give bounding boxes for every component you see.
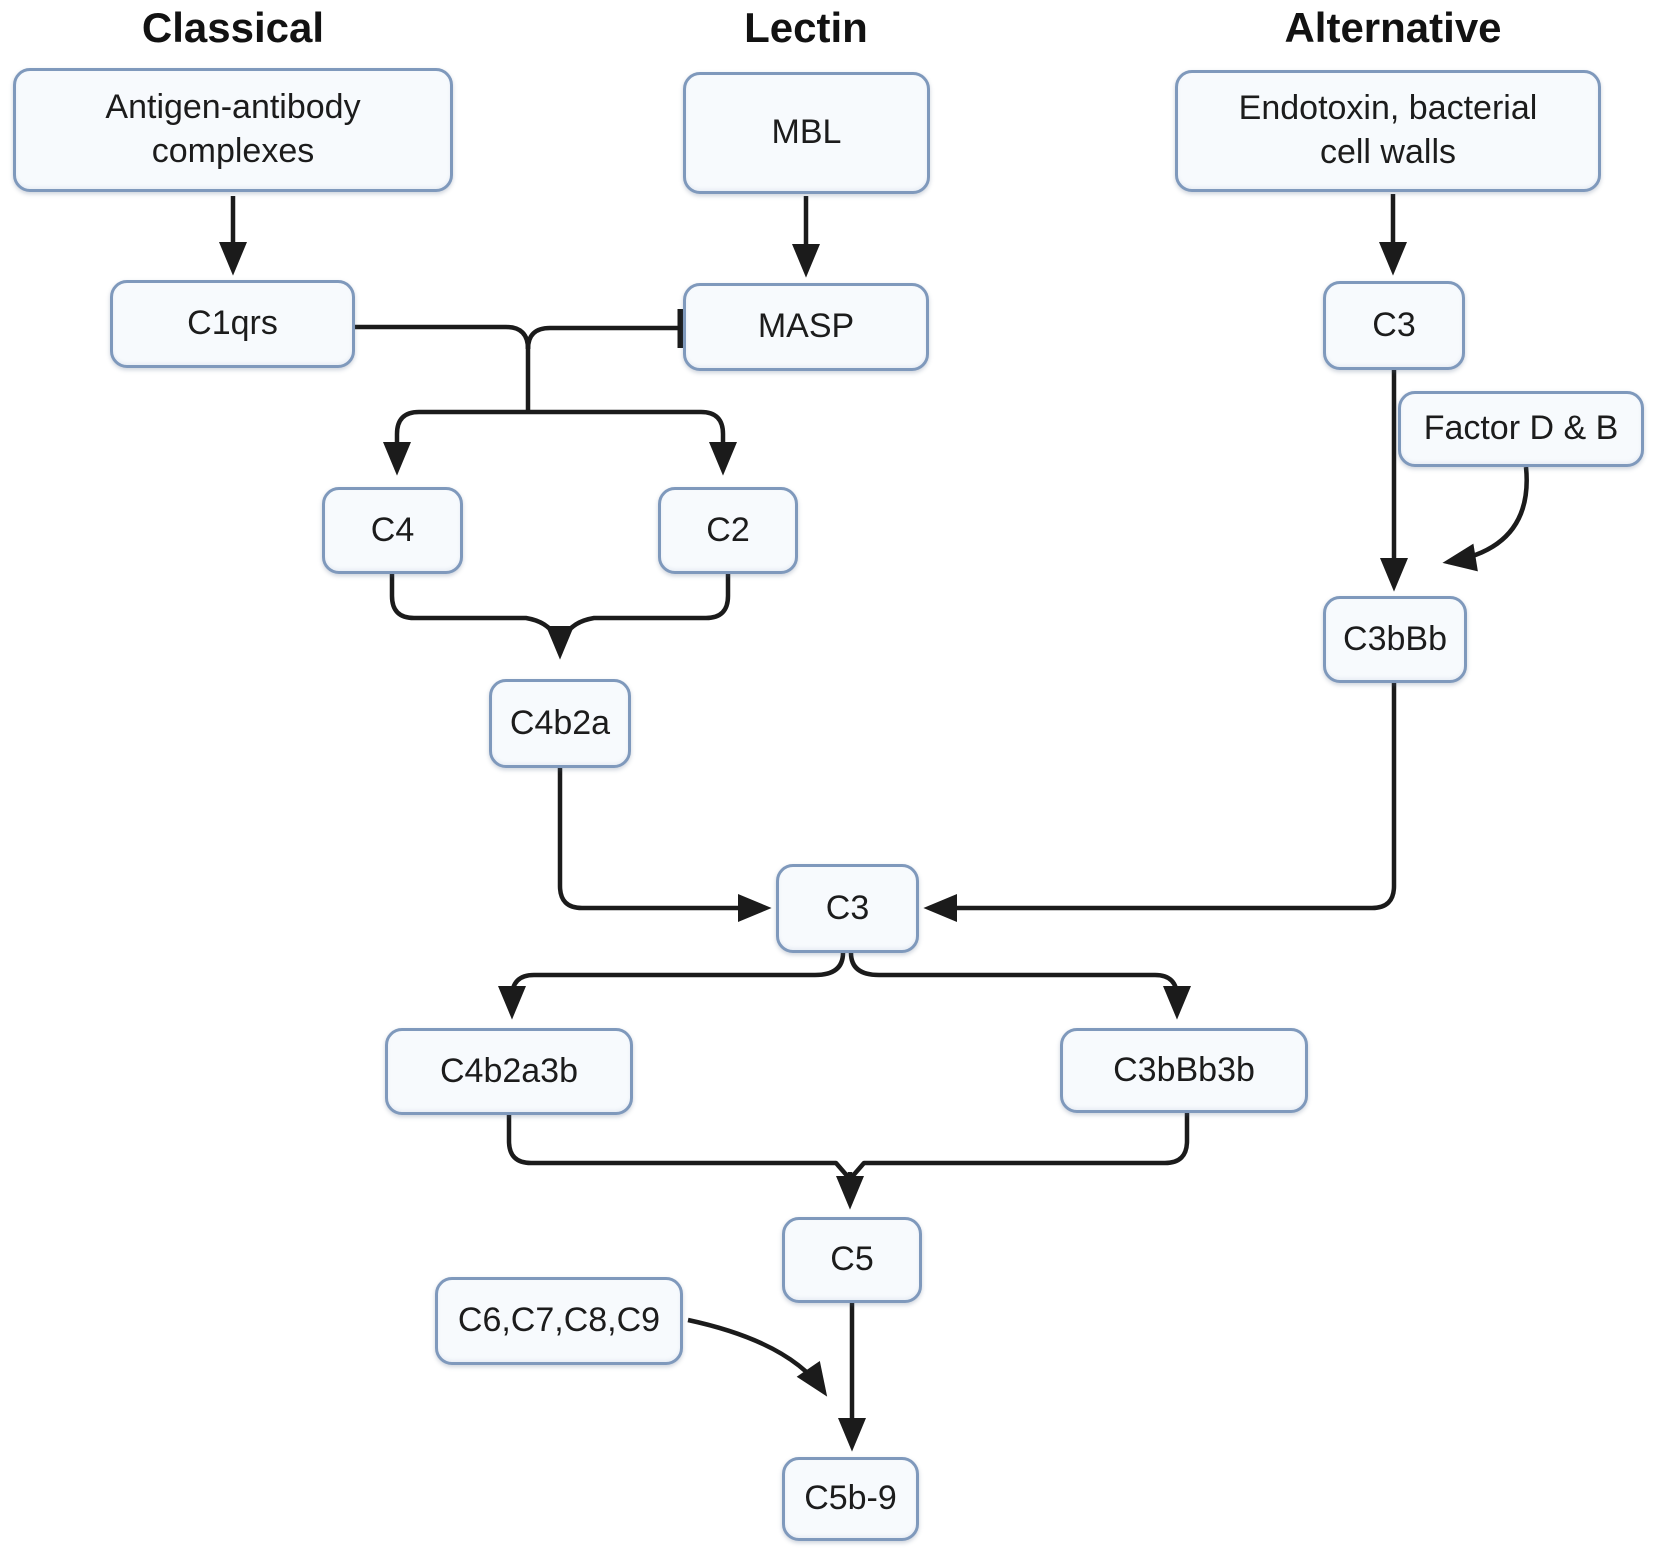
header-classical: Classical <box>141 4 325 51</box>
arrow-c6789-curve <box>687 1317 828 1397</box>
node-label: C3 <box>825 888 870 927</box>
node-label: Factor D & B <box>1423 409 1619 448</box>
node-mbl: MBL <box>683 72 930 194</box>
arrow-stem-to-c2 <box>528 409 737 476</box>
node-c4: C4 <box>322 487 463 574</box>
node-label: C6,C7,C8,C9 <box>457 1301 661 1340</box>
header-alternative: Alternative <box>1284 4 1502 51</box>
node-c3-central: C3 <box>776 864 919 953</box>
arrow-c4b2a-to-c3 <box>557 768 772 922</box>
line-masp-to-stem <box>525 325 681 350</box>
node-label: C2 <box>706 510 750 549</box>
node-label: C4 <box>370 510 415 549</box>
node-c3bbb3b: C3bBb3b <box>1060 1028 1308 1113</box>
line-c1qrs-to-stem <box>355 324 531 350</box>
node-label: C3bBb <box>1343 619 1447 658</box>
arrow-c3-to-c4b2a3b <box>498 952 846 1020</box>
line-c4b2a3b-merge <box>506 1115 851 1180</box>
node-label: C5b-9 <box>804 1479 897 1518</box>
node-label: Antigen-antibody <box>105 88 361 127</box>
node-c5: C5 <box>782 1217 922 1303</box>
node-label: MBL <box>771 113 842 152</box>
node-label: C3bBb3b <box>1113 1050 1255 1089</box>
node-endotoxin-bacterial-cell-walls: Endotoxin, bacterial cell walls <box>1175 70 1601 192</box>
header-lectin: Lectin <box>744 4 868 51</box>
node-label: C5 <box>830 1240 874 1279</box>
node-factor-d-and-b: Factor D & B <box>1398 391 1644 467</box>
node-label: C1qrs <box>187 304 278 343</box>
node-c3-alternative: C3 <box>1323 281 1465 370</box>
node-label: C4b2a <box>509 703 611 742</box>
node-c3bbb: C3bBb <box>1323 596 1467 683</box>
line-c4-merge <box>389 574 560 641</box>
line-c3bbb3b-merge <box>849 1113 1190 1180</box>
node-c4b2a3b: C4b2a3b <box>385 1028 633 1115</box>
node-label: MASP <box>757 307 855 346</box>
node-label: Endotoxin, bacterial <box>1238 89 1538 128</box>
node-label: C4b2a3b <box>439 1051 578 1090</box>
node-c5b-9: C5b-9 <box>782 1457 919 1541</box>
node-c2: C2 <box>658 487 798 574</box>
node-label: complexes <box>151 132 315 170</box>
node-c6-c7-c8-c9: C6,C7,C8,C9 <box>435 1277 683 1365</box>
node-antigen-antibody-complexes: Antigen-antibody complexes <box>13 68 453 192</box>
node-label: cell walls <box>1319 133 1457 171</box>
node-label: C3 <box>1372 305 1416 344</box>
arrow-c3-to-c3bbb3b <box>848 952 1191 1020</box>
arrow-factor-curve <box>1442 466 1529 572</box>
line-c2-merge <box>560 574 731 641</box>
node-c1qrs: C1qrs <box>110 280 355 368</box>
arrow-stem-to-c4 <box>383 409 528 476</box>
node-masp: MASP <box>683 283 929 371</box>
node-c4b2a: C4b2a <box>489 679 631 768</box>
arrow-c3bbb-to-c3 <box>923 683 1397 922</box>
